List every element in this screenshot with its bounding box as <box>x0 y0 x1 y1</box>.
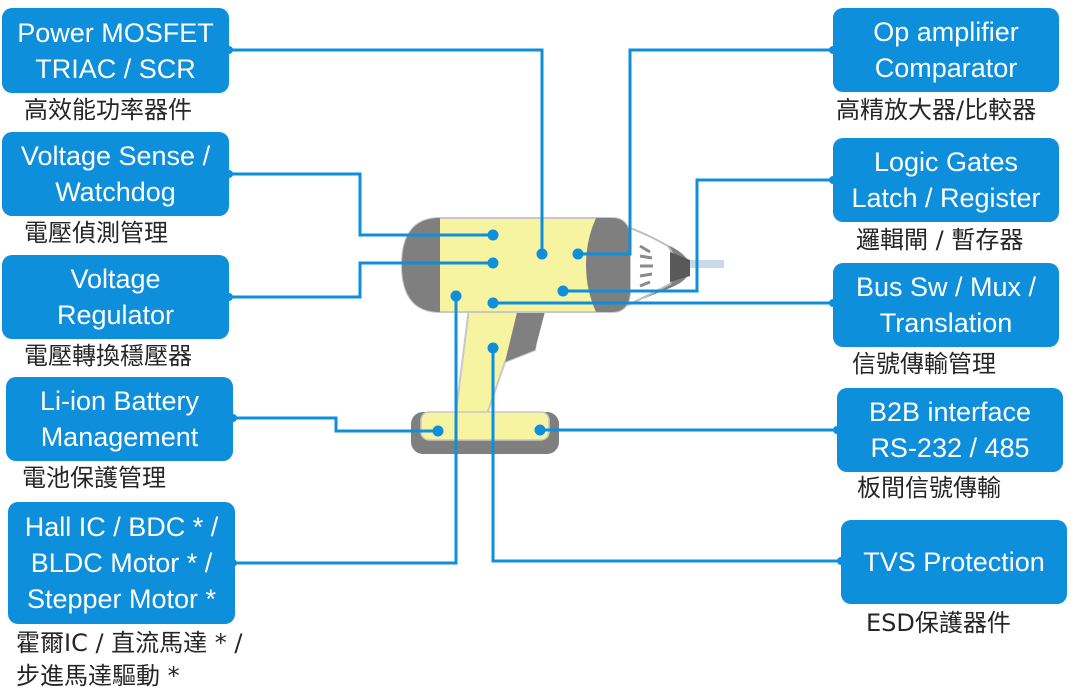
box-line: Voltage <box>70 264 161 294</box>
connector-lines <box>229 48 841 565</box>
b2b-interface-box: B2B interface RS-232 / 485 <box>837 388 1063 472</box>
connector-hall-ic <box>233 296 458 565</box>
dot <box>487 257 499 269</box>
drill-rear-cap <box>402 218 440 312</box>
drill-front-band <box>586 218 630 312</box>
box-line: Translation <box>879 308 1013 338</box>
box-line: Power MOSFET <box>17 17 214 48</box>
bus-switch-box: Bus Sw / Mux / Translation <box>833 263 1059 347</box>
voltage-regulator-box: Voltage Regulator <box>2 255 229 339</box>
dot <box>450 290 462 302</box>
power-mosfet-box: Power MOSFET TRIAC / SCR <box>2 8 229 93</box>
box-line: Stepper Motor * <box>26 584 217 614</box>
battery-top <box>420 411 550 441</box>
drill-handle-grip <box>505 300 548 362</box>
box-line: Logic Gates <box>873 147 1019 177</box>
dot <box>572 248 584 260</box>
box-line: Watchdog <box>55 177 176 207</box>
power-mosfet-subtitle: 高效能功率器件 <box>24 96 192 124</box>
box-line: TVS Protection <box>863 547 1045 577</box>
hall-ic-subtitle-line-2: 步進馬達驅動 * <box>16 662 180 690</box>
box-line: Regulator <box>56 300 175 330</box>
drill-nose <box>670 252 690 282</box>
box-line: Li-ion Battery <box>39 386 200 416</box>
connector-voltage-regulator <box>229 261 493 299</box>
box-line: Bus Sw / Mux / <box>855 272 1037 302</box>
b2b-interface-subtitle: 板間信號傳輸 <box>857 474 1001 502</box>
op-amp-box: Op amplifier Comparator <box>833 8 1059 92</box>
box-line: Management <box>40 422 199 452</box>
hall-ic-box: Hall IC / BDC * / BLDC Motor * / Stepper… <box>8 502 235 624</box>
op-amp-subtitle: 高精放大器/比較器 <box>836 96 1037 124</box>
dot <box>487 342 499 354</box>
dot <box>487 297 499 309</box>
voltage-regulator-subtitle: 電壓轉換穩壓器 <box>24 342 192 370</box>
tvs-protection-subtitle: ESD保護器件 <box>866 609 1011 637</box>
li-ion-battery-subtitle: 電池保護管理 <box>22 464 166 492</box>
drill-chuck-grooves <box>639 244 653 288</box>
hall-ic-subtitle-line-1: 霍爾IC / 直流馬達 * / <box>16 629 243 657</box>
connector-tvs <box>491 348 841 563</box>
box-line: Op amplifier <box>873 17 1019 47</box>
connector-li-ion <box>233 416 438 433</box>
box-line: B2B interface <box>868 397 1032 427</box>
dot <box>534 424 546 436</box>
drill-illustration <box>400 217 724 454</box>
bus-switch-subtitle: 信號傳輸管理 <box>852 350 996 378</box>
tvs-protection-box: TVS Protection <box>841 520 1067 604</box>
box-line: Comparator <box>874 53 1018 83</box>
box-line: Voltage Sense / <box>20 141 211 171</box>
li-ion-battery-box: Li-ion Battery Management <box>6 377 233 461</box>
box-line: BLDC Motor * / <box>30 548 213 578</box>
drill-bit <box>680 260 724 268</box>
logic-gates-box: Logic Gates Latch / Register <box>833 138 1059 222</box>
connector-voltage-sense <box>229 172 493 237</box>
voltage-sense-subtitle: 電壓偵測管理 <box>24 219 168 247</box>
logic-gates-subtitle: 邏輯閘 / 暫存器 <box>856 226 1024 254</box>
dot <box>487 229 499 241</box>
connector-op-amp <box>578 48 833 256</box>
dot <box>536 248 548 260</box>
box-line: RS-232 / 485 <box>870 433 1030 463</box>
connector-power-mosfet <box>229 48 544 254</box>
box-line: Latch / Register <box>851 183 1041 213</box>
connector-logic-gates <box>563 178 833 293</box>
box-line: TRIAC / SCR <box>35 53 196 84</box>
voltage-sense-box: Voltage Sense / Watchdog <box>2 132 229 216</box>
dot <box>432 425 444 437</box>
box-line: Hall IC / BDC * / <box>24 512 219 542</box>
dot <box>557 285 569 297</box>
